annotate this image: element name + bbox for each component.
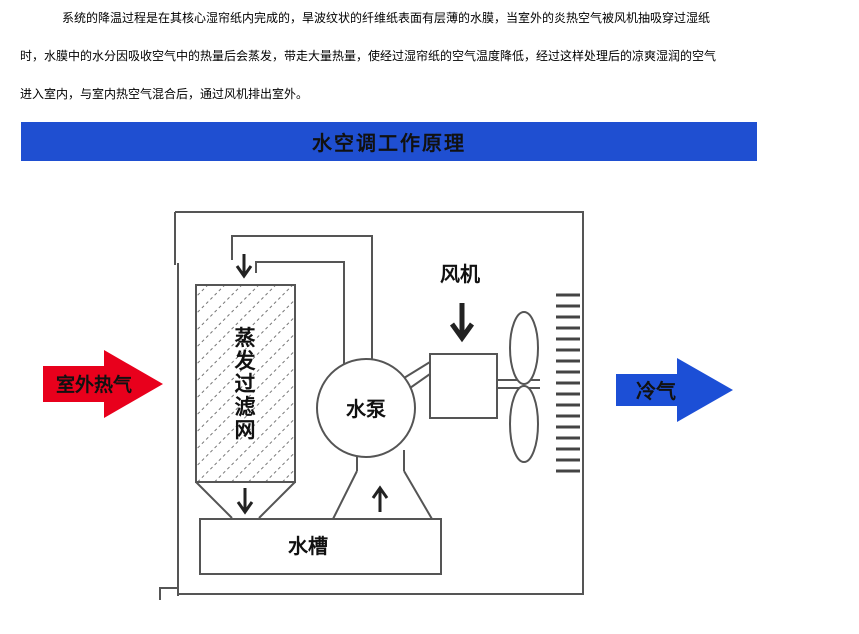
- filter-label-char-4: 滤: [235, 394, 256, 419]
- water-down-arrow-top: [235, 254, 253, 279]
- banner-title: 水空调工作原理: [312, 131, 466, 155]
- fan-label: 风机: [440, 262, 480, 286]
- hot-air-label: 室外热气: [56, 373, 132, 396]
- airflow-down-arrow: [449, 303, 475, 343]
- pump-intake-funnel: [332, 450, 433, 520]
- water-pipe: [231, 235, 373, 378]
- exhaust-louvers: [556, 293, 580, 473]
- intro-paragraph: 系统的降温过程是在其核心湿帘纸内完成的，旱波纹状的纤维纸表面有层薄的水膜，当室外…: [20, 0, 840, 113]
- casing-outline: [159, 211, 584, 600]
- fan-blade-top: [509, 311, 539, 385]
- intro-line-3: 进入室内，与室内热空气混合后，通过风机排出室外。: [20, 87, 309, 101]
- filter-label: 蒸 发 过 滤 网: [234, 325, 257, 442]
- hot-air-arrow: [43, 350, 163, 418]
- water-up-arrow: [371, 485, 389, 512]
- water-down-arrow-bottom: [236, 488, 254, 515]
- filter-label-char-1: 蒸: [235, 325, 256, 350]
- filter-label-char-2: 发: [234, 348, 257, 373]
- fan-motor: [429, 353, 498, 419]
- intro-line-1: 系统的降温过程是在其核心湿帘纸内完成的，旱波纹状的纤维纸表面有层薄的水膜，当室外…: [62, 11, 711, 25]
- water-tank: [199, 518, 442, 575]
- fan-blade-bottom: [509, 385, 539, 463]
- fan-blades: [509, 311, 539, 463]
- pump-label: 水泵: [346, 397, 386, 421]
- evaporative-filter: [195, 284, 296, 483]
- pipe-inner: [255, 261, 345, 378]
- pipe-outer: [231, 235, 373, 378]
- water-pump: [316, 358, 416, 458]
- filter-label-char-5: 网: [235, 417, 256, 442]
- title-banner: 水空调工作原理: [21, 122, 757, 161]
- filter-drain-funnel: [195, 481, 296, 519]
- casing: [159, 211, 584, 600]
- filter-label-char-3: 过: [235, 371, 256, 396]
- pump-motor-link: [403, 361, 431, 389]
- cold-air-arrow: [616, 358, 733, 422]
- tank-label: 水槽: [288, 534, 328, 558]
- cold-air-label: 冷气: [636, 379, 676, 403]
- intro-line-2: 时，水膜中的水分因吸收空气中的热量后会蒸发，带走大量热量，使经过湿帘纸的空气温度…: [20, 49, 717, 63]
